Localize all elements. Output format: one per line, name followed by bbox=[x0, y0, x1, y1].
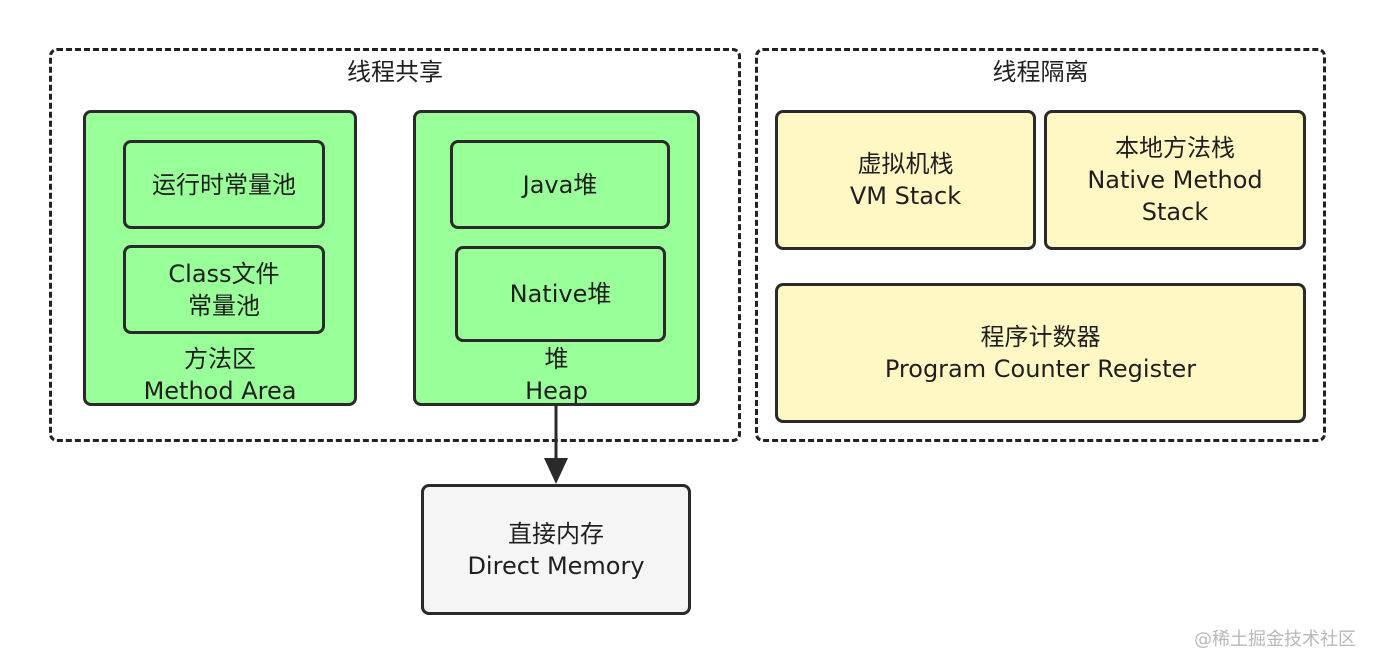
native-stack-label-en-line1: Native Method bbox=[1087, 166, 1263, 194]
pc-register-label-cn: 程序计数器 bbox=[980, 323, 1101, 351]
class-file-constant-pool-box[interactable]: Class文件 常量池 bbox=[123, 245, 325, 334]
arrow-head bbox=[544, 458, 568, 484]
java-heap-box[interactable]: Java堆 bbox=[450, 140, 670, 229]
native-stack-label-cn: 本地方法栈 bbox=[1115, 134, 1235, 162]
watermark-text: @稀土掘金技术社区 bbox=[1194, 629, 1356, 650]
runtime-constant-pool-box[interactable]: 运行时常量池 bbox=[123, 140, 325, 229]
thread-shared-group: 线程共享 bbox=[49, 48, 741, 442]
native-method-stack-box[interactable]: 本地方法栈 Native Method Stack bbox=[1044, 110, 1306, 250]
pc-register-label-en: Program Counter Register bbox=[884, 355, 1197, 383]
class-file-pool-label-line2: 常量池 bbox=[188, 291, 260, 320]
method-area-label-cn: 方法区 bbox=[184, 345, 256, 373]
native-stack-label-en-line2: Stack bbox=[1141, 198, 1209, 226]
direct-memory-label-en: Direct Memory bbox=[467, 551, 645, 580]
thread-isolated-group: 线程隔离 bbox=[755, 48, 1326, 442]
direct-memory-box[interactable]: 直接内存 Direct Memory bbox=[421, 484, 691, 615]
heap-label-cn: 堆 bbox=[544, 345, 569, 373]
vm-stack-label-en: VM Stack bbox=[849, 182, 962, 210]
vm-stack-label-cn: 虚拟机栈 bbox=[857, 150, 954, 178]
method-area-label: 方法区 Method Area bbox=[86, 343, 354, 407]
direct-memory-label-cn: 直接内存 bbox=[508, 519, 604, 548]
program-counter-register-box[interactable]: 程序计数器 Program Counter Register bbox=[775, 283, 1306, 423]
vm-stack-box[interactable]: 虚拟机栈 VM Stack bbox=[775, 110, 1036, 250]
native-heap-label: Native堆 bbox=[509, 280, 612, 308]
method-area-label-en: Method Area bbox=[143, 377, 297, 405]
class-file-pool-label-line1: Class文件 bbox=[168, 259, 280, 288]
thread-isolated-title: 线程隔离 bbox=[992, 58, 1089, 86]
heap-label: 堆 Heap bbox=[416, 343, 697, 407]
java-heap-label: Java堆 bbox=[522, 170, 598, 199]
runtime-constant-pool-label: 运行时常量池 bbox=[152, 170, 296, 199]
thread-shared-title: 线程共享 bbox=[347, 58, 443, 86]
native-heap-box[interactable]: Native堆 bbox=[455, 246, 666, 342]
heap-label-en: Heap bbox=[525, 377, 588, 405]
